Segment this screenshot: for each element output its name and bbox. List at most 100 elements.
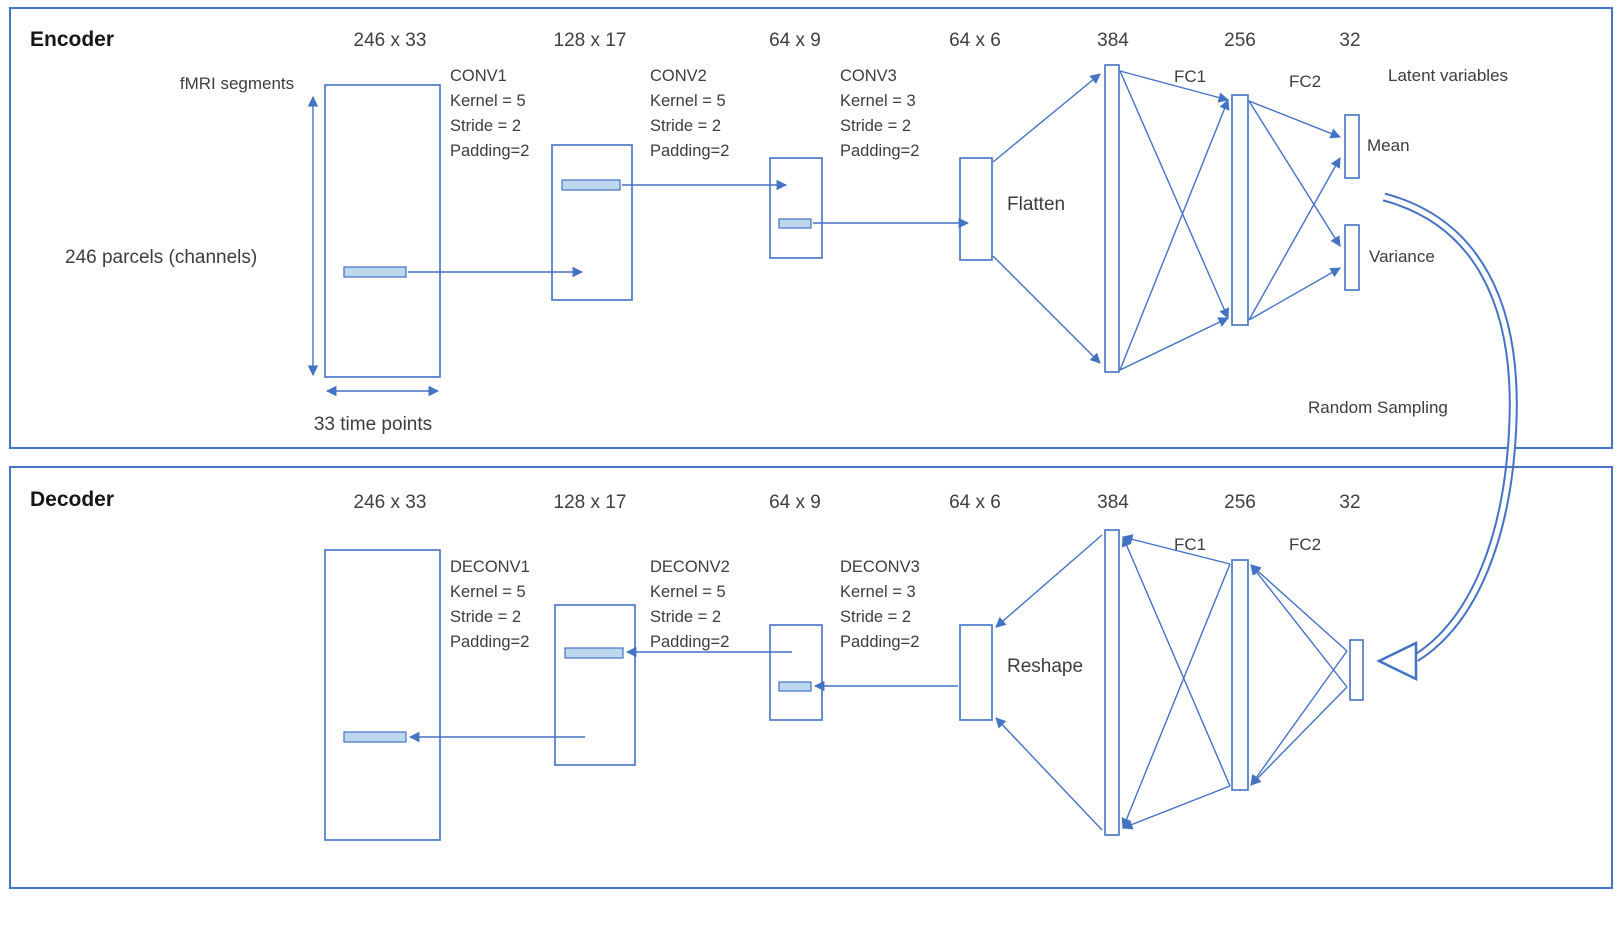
conv1-stride: Stride = 2 — [450, 117, 521, 135]
conv3-stride: Stride = 2 — [840, 117, 911, 135]
reshape-fan-bottom — [995, 717, 1103, 831]
deconv2-padding: Padding=2 — [650, 633, 729, 651]
conv2-rect — [769, 157, 823, 259]
deconv2-title: DECONV2 — [650, 558, 730, 576]
variance-vector — [1344, 224, 1360, 291]
encoder-dim-conv3: 64 x 6 — [949, 30, 1001, 51]
fc1-vector-256 — [1231, 94, 1249, 326]
encoder-title: Encoder — [30, 28, 114, 51]
decoder-fc2-label: FC2 — [1289, 535, 1321, 554]
connection-line — [1250, 650, 1348, 786]
decoder-fc2-connections — [1250, 564, 1348, 786]
encoder-dim-conv2: 64 x 9 — [769, 30, 821, 51]
conv2-title: CONV2 — [650, 67, 707, 85]
encoder-fc1-connections — [1119, 70, 1230, 371]
reshape-fan-top — [995, 534, 1103, 628]
flatten-fan-bottom — [992, 255, 1101, 364]
encoder-fc2-label: FC2 — [1289, 72, 1321, 91]
flatten-fan-top — [992, 73, 1101, 163]
connection-line — [1248, 100, 1341, 247]
decoder-dim-fc1: 256 — [1224, 492, 1256, 513]
conv2-kernel: Kernel = 5 — [650, 92, 726, 110]
conv1-rect — [551, 144, 633, 301]
encoder-fc2-connections — [1248, 100, 1341, 321]
deconv1-padding: Padding=2 — [450, 633, 529, 651]
parcels-label: 246 parcels (channels) — [65, 247, 257, 268]
reshape-vector-384 — [1104, 529, 1120, 836]
connection-line — [1250, 564, 1348, 688]
encoder-dim-conv1: 128 x 17 — [554, 30, 627, 51]
connection-line — [1119, 70, 1230, 103]
deconv2-kernel: Kernel = 5 — [650, 583, 726, 601]
conv1-kernel-bar — [561, 179, 621, 191]
connection-line — [1250, 686, 1348, 786]
deconv3-padding: Padding=2 — [840, 633, 919, 651]
sampling-curve-fill — [1383, 194, 1516, 661]
encoder-dim-fc2: 32 — [1339, 30, 1360, 51]
random-sampling-label: Random Sampling — [1308, 398, 1448, 417]
connection-line — [1121, 563, 1231, 829]
conv2-kernel-bar — [778, 218, 812, 229]
deconv1-rect — [554, 604, 636, 766]
decoder-dim-deconv2: 64 x 9 — [769, 492, 821, 513]
reshape-label: Reshape — [1007, 656, 1083, 677]
conv1-kernel: Kernel = 5 — [450, 92, 526, 110]
decoder-latent-vector-32 — [1349, 639, 1364, 701]
encoder-panel: Encoder 246 x 33 128 x 17 64 x 9 64 x 6 … — [9, 7, 1613, 449]
connection-line — [1122, 785, 1231, 830]
deconv2-kernel-bar — [778, 681, 812, 692]
sampling-curve-outline — [1382, 192, 1518, 662]
fmri-segments-label: fMRI segments — [180, 74, 294, 93]
connection-line — [1248, 267, 1341, 321]
decoder-title: Decoder — [30, 488, 114, 511]
encoder-dim-fc1: 256 — [1224, 30, 1256, 51]
decoder-dim-fc2: 32 — [1339, 492, 1360, 513]
deconv2-stride: Stride = 2 — [650, 608, 721, 626]
conv3-title: CONV3 — [840, 67, 897, 85]
conv3-padding: Padding=2 — [840, 142, 919, 160]
mean-vector — [1344, 114, 1360, 179]
conv1-padding: Padding=2 — [450, 142, 529, 160]
decoder-panel: Decoder 246 x 33 128 x 17 64 x 9 64 x 6 … — [9, 466, 1613, 889]
flatten-label: Flatten — [1007, 194, 1065, 215]
encoder-fc1-label: FC1 — [1174, 67, 1206, 86]
encoder-dim-input: 246 x 33 — [354, 30, 427, 51]
decoder-fc1-label: FC1 — [1174, 535, 1206, 554]
deconv1-stride: Stride = 2 — [450, 608, 521, 626]
encoder-input-rect — [324, 84, 441, 378]
decoder-dim-output: 246 x 33 — [354, 492, 427, 513]
flatten-vector-384 — [1104, 64, 1120, 373]
decoder-dim-reshape: 384 — [1097, 492, 1129, 513]
time-points-label: 33 time points — [314, 414, 432, 435]
mean-label: Mean — [1367, 136, 1410, 155]
connection-line — [1119, 317, 1229, 371]
conv3-rect — [959, 157, 993, 261]
connection-line — [1250, 564, 1348, 652]
decoder-output-kernel-bar — [343, 731, 407, 743]
deconv1-kernel: Kernel = 5 — [450, 583, 526, 601]
conv2-padding: Padding=2 — [650, 142, 729, 160]
connection-line — [1121, 534, 1231, 565]
connection-line — [1119, 70, 1230, 319]
encoder-input-kernel-bar — [343, 266, 407, 278]
conv1-title: CONV1 — [450, 67, 507, 85]
deconv3-kernel: Kernel = 3 — [840, 583, 916, 601]
conv2-stride: Stride = 2 — [650, 117, 721, 135]
conv3-kernel: Kernel = 3 — [840, 92, 916, 110]
variance-label: Variance — [1369, 247, 1435, 266]
decoder-fc1-connections — [1121, 534, 1231, 830]
latent-variables-label: Latent variables — [1388, 66, 1508, 85]
connection-line — [1121, 536, 1231, 787]
decoder-dim-deconv1: 128 x 17 — [554, 492, 627, 513]
sampling-arrowhead-icon — [1376, 641, 1418, 681]
connection-line — [1248, 157, 1341, 321]
decoder-panel-border — [9, 466, 1613, 889]
connection-line — [1248, 100, 1341, 139]
deconv3-rect — [959, 624, 993, 721]
deconv2-rect — [769, 624, 823, 721]
random-sampling-arrow: Random Sampling — [1308, 192, 1518, 681]
deconv3-stride: Stride = 2 — [840, 608, 911, 626]
deconv1-kernel-bar — [564, 647, 624, 659]
encoder-panel-border — [9, 7, 1613, 449]
